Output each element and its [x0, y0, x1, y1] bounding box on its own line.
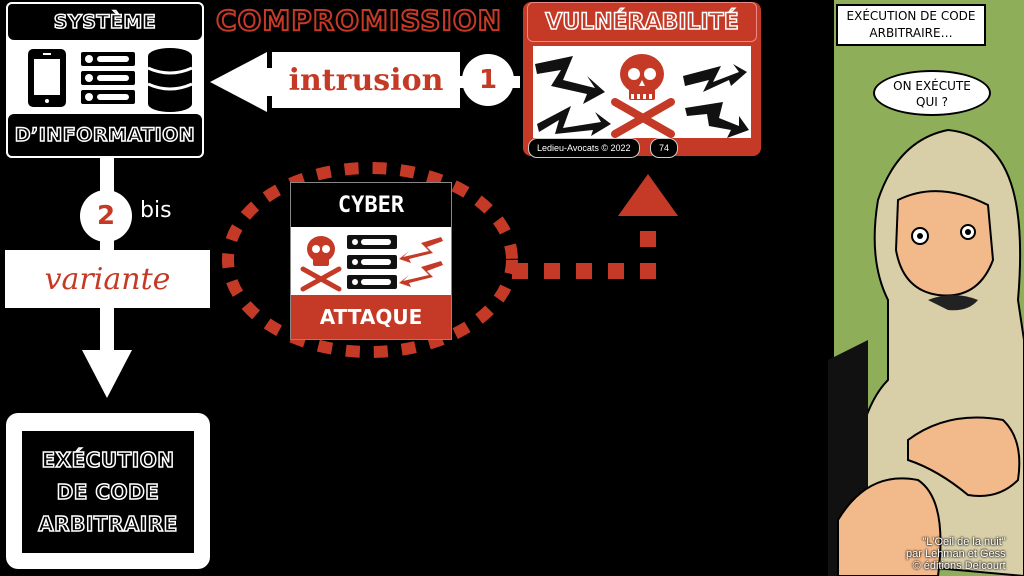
server-rack-icon — [347, 235, 397, 289]
server-rack-icon — [81, 52, 135, 104]
lightning-arrow-icon — [399, 237, 443, 287]
comic-credit-line-1: "L'Oeil de la nuit" — [922, 536, 1006, 548]
lightning-arrow-icon — [535, 56, 749, 138]
execution-line-2: DE CODE — [56, 479, 160, 505]
comic-caption-line-2: ARBITRAIRE… — [869, 26, 953, 40]
execution-line-1: EXÉCUTION — [41, 447, 175, 473]
comic-credit-line-2: par Lehman et Gess — [906, 548, 1006, 560]
comic-illustration-old-man — [828, 0, 1024, 576]
step-2-badge: 2 — [80, 190, 132, 242]
arrow-up-icon — [618, 174, 678, 216]
cyber-illustration — [300, 235, 443, 292]
compromission-title: COMPROMISSION — [215, 3, 503, 38]
skull-crossbones-icon — [611, 54, 675, 138]
si-title-top: SYSTÈME — [6, 2, 204, 42]
smartphone-icon — [28, 49, 66, 107]
speech-bubble: ON EXÉCUTE QUI ? — [873, 70, 991, 116]
speech-bubble-line-2: QUI ? — [916, 95, 948, 109]
step-2-suffix: bis — [140, 198, 172, 223]
vulnerabilite-illustration — [533, 46, 751, 138]
comic-caption-line-1: EXÉCUTION DE CODE — [846, 9, 976, 23]
cyberattaque-panel: CYBER ATTAQUE — [290, 182, 452, 340]
arrow-left-icon — [210, 52, 267, 112]
cyber-title-bottom: ATTAQUE — [291, 295, 451, 339]
arrow-down-icon — [82, 350, 132, 398]
page-number-pill: 74 — [650, 138, 678, 158]
intrusion-label: intrusion — [272, 52, 460, 108]
si-icons — [28, 48, 193, 112]
execution-line-3: ARBITRAIRE — [37, 511, 178, 537]
comic-caption: EXÉCUTION DE CODE ARBITRAIRE… — [836, 4, 986, 46]
execution-panel: EXÉCUTION DE CODE ARBITRAIRE — [6, 413, 210, 569]
comic-credit: "L'Oeil de la nuit" par Lehman et Gess ©… — [906, 536, 1006, 572]
copyright-pill: Ledieu-Avocats © 2022 — [528, 138, 640, 158]
si-title-bottom: D’INFORMATION — [6, 112, 204, 158]
skull-crossbones-icon — [300, 236, 342, 292]
comic-credit-line-3: © éditions Delcourt — [912, 560, 1006, 572]
vulnerabilite-title: VULNÉRABILITÉ — [527, 2, 757, 42]
speech-bubble-line-1: ON EXÉCUTE — [893, 79, 971, 93]
dotted-attack-path — [222, 162, 678, 358]
variante-label: variante — [5, 250, 210, 308]
step-1-badge: 1 — [462, 54, 514, 106]
database-icon — [147, 48, 193, 112]
cyber-title-top: CYBER — [291, 183, 451, 227]
arrow-down — [82, 306, 132, 398]
systeme-information-panel: SYSTÈME D’INFORMATION — [6, 2, 204, 158]
vulnerabilite-panel: VULNÉRABILITÉ — [523, 2, 761, 156]
